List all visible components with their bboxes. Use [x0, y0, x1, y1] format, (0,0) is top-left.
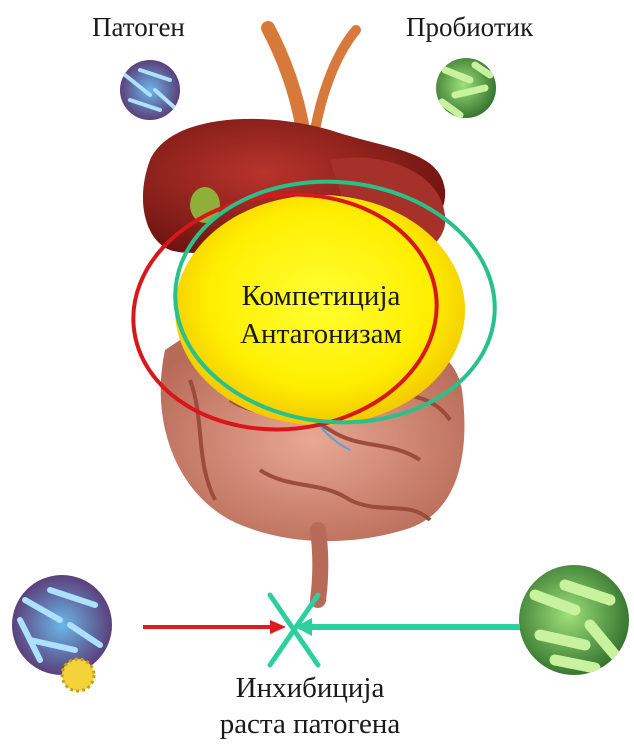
probiotic-arrow	[295, 618, 520, 636]
inhibition-label: Инхибиција	[160, 672, 460, 705]
probiotic-large-image	[519, 565, 629, 675]
pollen-spore-icon	[62, 659, 94, 691]
rectum-shape	[318, 530, 320, 600]
pathogen-growth-label: раста патогена	[160, 708, 460, 741]
antagonism-label: Антагонизам	[174, 318, 468, 351]
pathogen-arrow	[143, 620, 286, 634]
probiotic-label: Пробиотик	[406, 12, 533, 43]
pathogen-large-image	[12, 575, 112, 691]
competition-label: Компетиција	[174, 280, 468, 313]
probiotic-small-image	[436, 58, 496, 118]
pathogen-small-image	[120, 60, 180, 120]
pathogen-label: Патоген	[92, 12, 185, 43]
